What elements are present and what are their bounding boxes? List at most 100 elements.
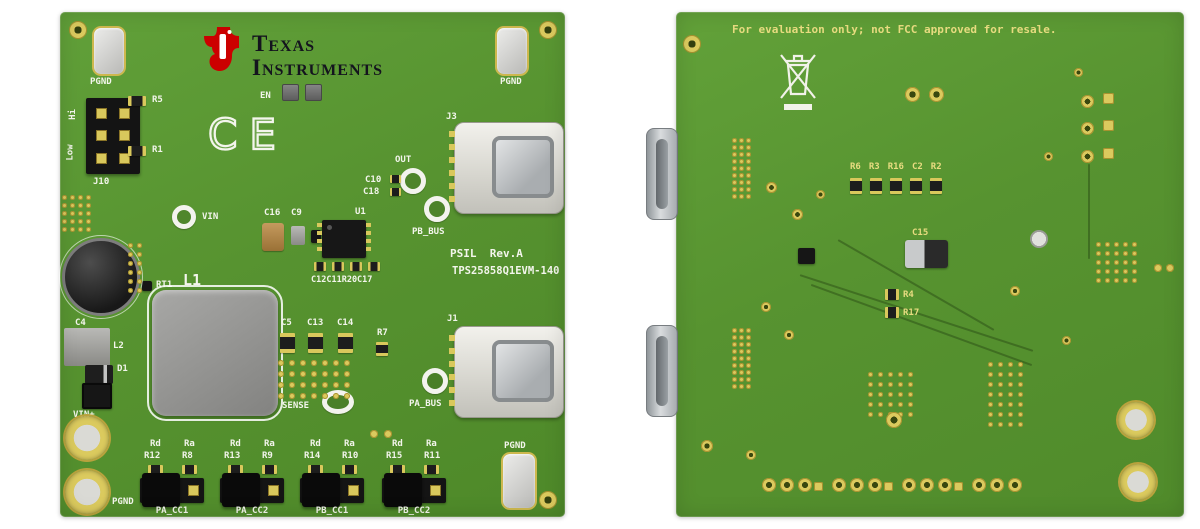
via-pad: [938, 478, 952, 492]
via-pad: [300, 382, 306, 388]
via-pad: [1132, 278, 1137, 283]
via-pad: [1074, 68, 1083, 77]
pb-bus-label: PB_BUS: [412, 227, 445, 237]
via-pad: [746, 349, 751, 354]
via-pad: [1103, 93, 1114, 104]
via-pad: [344, 382, 350, 388]
via-pad: [62, 211, 67, 216]
via-pad: [1105, 260, 1110, 265]
via-pad: [746, 370, 751, 375]
via-pad: [370, 430, 378, 438]
via-pad: [908, 382, 913, 387]
r6-resistor: [850, 178, 862, 194]
via-pad: [1008, 422, 1013, 427]
pgnd-pad-top-right: [497, 28, 527, 74]
via-pad: [732, 349, 737, 354]
via-pad: [888, 382, 893, 387]
via-pad: [344, 393, 350, 399]
via-pad: [701, 440, 713, 452]
via-pad: [850, 478, 864, 492]
via-pad: [739, 194, 744, 199]
ra-label: Ra: [344, 439, 355, 449]
ra-ref: R8: [182, 451, 193, 461]
c18-capacitor: [390, 188, 401, 196]
via-pad: [62, 195, 67, 200]
via-pad: [86, 195, 91, 200]
c2-label: C2: [911, 162, 923, 172]
r17-resistor: [885, 307, 899, 318]
usb-slot-icon: [656, 336, 668, 406]
via-pad: [1123, 278, 1128, 283]
c4-capacitor: [59, 235, 143, 319]
usb-shell-back: [646, 128, 678, 220]
c9-capacitor: [291, 226, 305, 245]
via-pad: [739, 145, 744, 150]
pgnd-terminal-back: [1118, 402, 1154, 438]
via-pad: [868, 372, 873, 377]
via-pad: [739, 342, 744, 347]
via-pad: [908, 412, 913, 417]
via-pad: [1096, 251, 1101, 256]
j3-label: J3: [446, 112, 457, 122]
c17-capacitor: [368, 262, 380, 271]
via-pad: [732, 152, 737, 157]
via-pad: [1114, 242, 1119, 247]
connector-leads: [449, 131, 455, 205]
via-pad: [746, 159, 751, 164]
jumper-group-pb-cc1: Rd Ra R14 R10 PB_CC1: [300, 440, 370, 520]
via-pad: [86, 211, 91, 216]
via-pad: [137, 279, 142, 284]
cc-pin-header: [382, 473, 446, 507]
jumper-shunt: [384, 473, 422, 507]
evaluation-disclaimer: For evaluation only; not FCC approved fo…: [732, 23, 1057, 36]
via-pad: [70, 195, 75, 200]
via-pad: [1018, 392, 1023, 397]
via-pad: [732, 187, 737, 192]
via-pad: [739, 356, 744, 361]
via-pad: [998, 372, 1003, 377]
via-pad: [1008, 362, 1013, 367]
via-pad: [137, 288, 142, 293]
usb-port-icon: [492, 340, 554, 402]
via-pad: [1044, 152, 1053, 161]
low-label: Low: [65, 144, 76, 161]
via-pad: [86, 227, 91, 232]
via-pad: [1114, 269, 1119, 274]
via-pad: [868, 382, 873, 387]
via-pad: [278, 360, 284, 366]
via-pad: [300, 393, 306, 399]
rd-resistor: [308, 465, 323, 474]
via-pad: [988, 412, 993, 417]
via-pad: [766, 182, 777, 193]
via-pad: [732, 173, 737, 178]
via-pad: [739, 159, 744, 164]
c18-label: C18: [363, 187, 380, 197]
via-pad: [1096, 260, 1101, 265]
via-pad: [739, 335, 744, 340]
via-pad: [62, 227, 67, 232]
via-pad: [1081, 122, 1094, 135]
resistor-row-labels: R6 R3 R16 C2 R2: [850, 163, 942, 172]
pgnd-terminal: [65, 416, 109, 460]
via-pad: [1010, 286, 1020, 296]
r2-resistor: [930, 178, 942, 194]
via-pad: [878, 402, 883, 407]
jumper-shunt: [302, 473, 340, 507]
pgnd-terminal: [65, 470, 109, 514]
ra-ref: R9: [262, 451, 273, 461]
via-pad: [898, 382, 903, 387]
connector-leads: [449, 335, 455, 409]
r20-resistor: [350, 262, 362, 271]
via-pad: [988, 422, 993, 427]
via-pad: [1123, 251, 1128, 256]
via-pad: [1105, 251, 1110, 256]
vin-testpoint: [172, 205, 196, 229]
r1-label: R1: [152, 145, 163, 155]
c4-label: C4: [75, 318, 86, 328]
via-pad: [1008, 412, 1013, 417]
via-pad: [300, 360, 306, 366]
ra-label: Ra: [184, 439, 195, 449]
out-testpoint: [400, 168, 426, 194]
r4-resistor: [885, 289, 899, 300]
r1-resistor: [128, 146, 146, 156]
